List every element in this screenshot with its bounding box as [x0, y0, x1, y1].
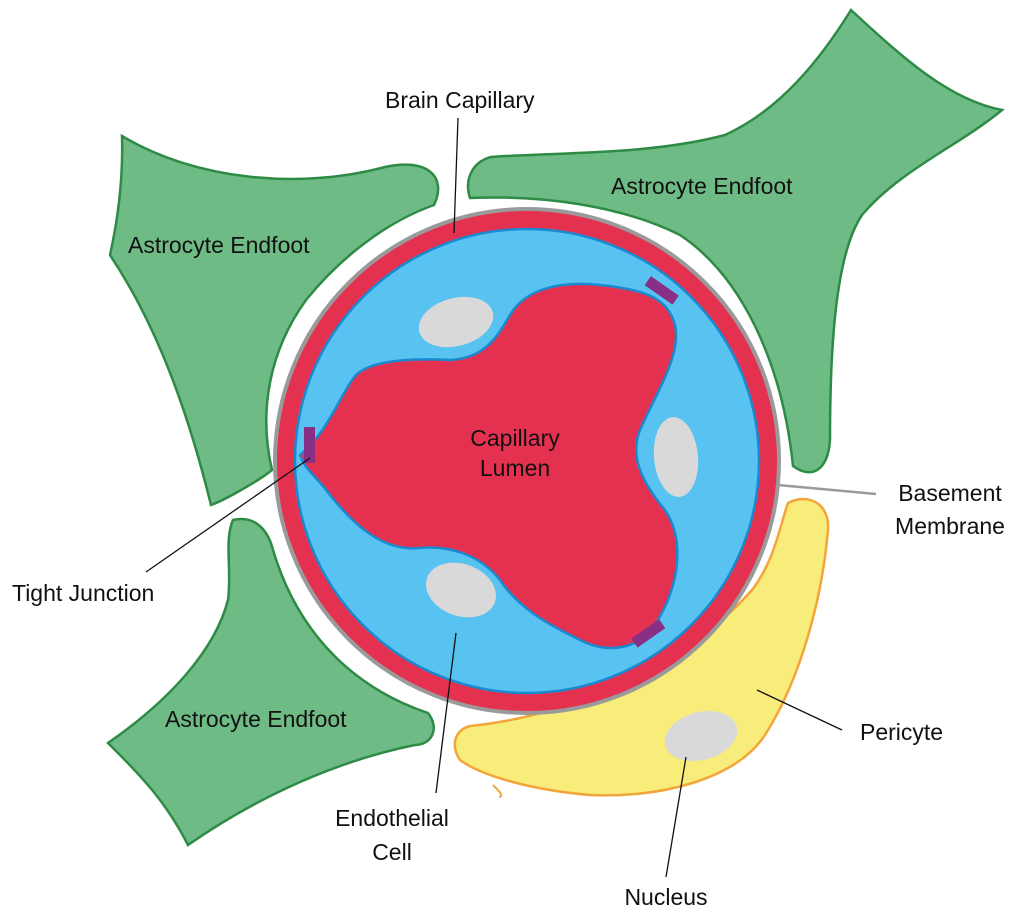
label-endothelial-cell-line2: Cell [372, 839, 412, 865]
label-pericyte: Pericyte [860, 719, 943, 745]
label-nucleus: Nucleus [624, 884, 707, 910]
label-basement-membrane-line2: Membrane [895, 513, 1005, 539]
label-capillary-lumen-line2: Lumen [480, 455, 550, 481]
label-astrocyte-endfoot-bottom-left: Astrocyte Endfoot [165, 706, 347, 732]
leader-basement-membrane [778, 485, 876, 494]
label-brain-capillary: Brain Capillary [385, 87, 535, 113]
leader-brain-capillary [454, 118, 458, 233]
pericyte-tail [493, 785, 501, 797]
label-endothelial-cell-line1: Endothelial [335, 805, 449, 831]
label-tight-junction: Tight Junction [12, 580, 154, 606]
label-astrocyte-endfoot-top-left: Astrocyte Endfoot [128, 232, 310, 258]
label-capillary-lumen-line1: Capillary [470, 425, 560, 451]
label-basement-membrane-line1: Basement [898, 480, 1002, 506]
label-astrocyte-endfoot-top-right: Astrocyte Endfoot [611, 173, 793, 199]
